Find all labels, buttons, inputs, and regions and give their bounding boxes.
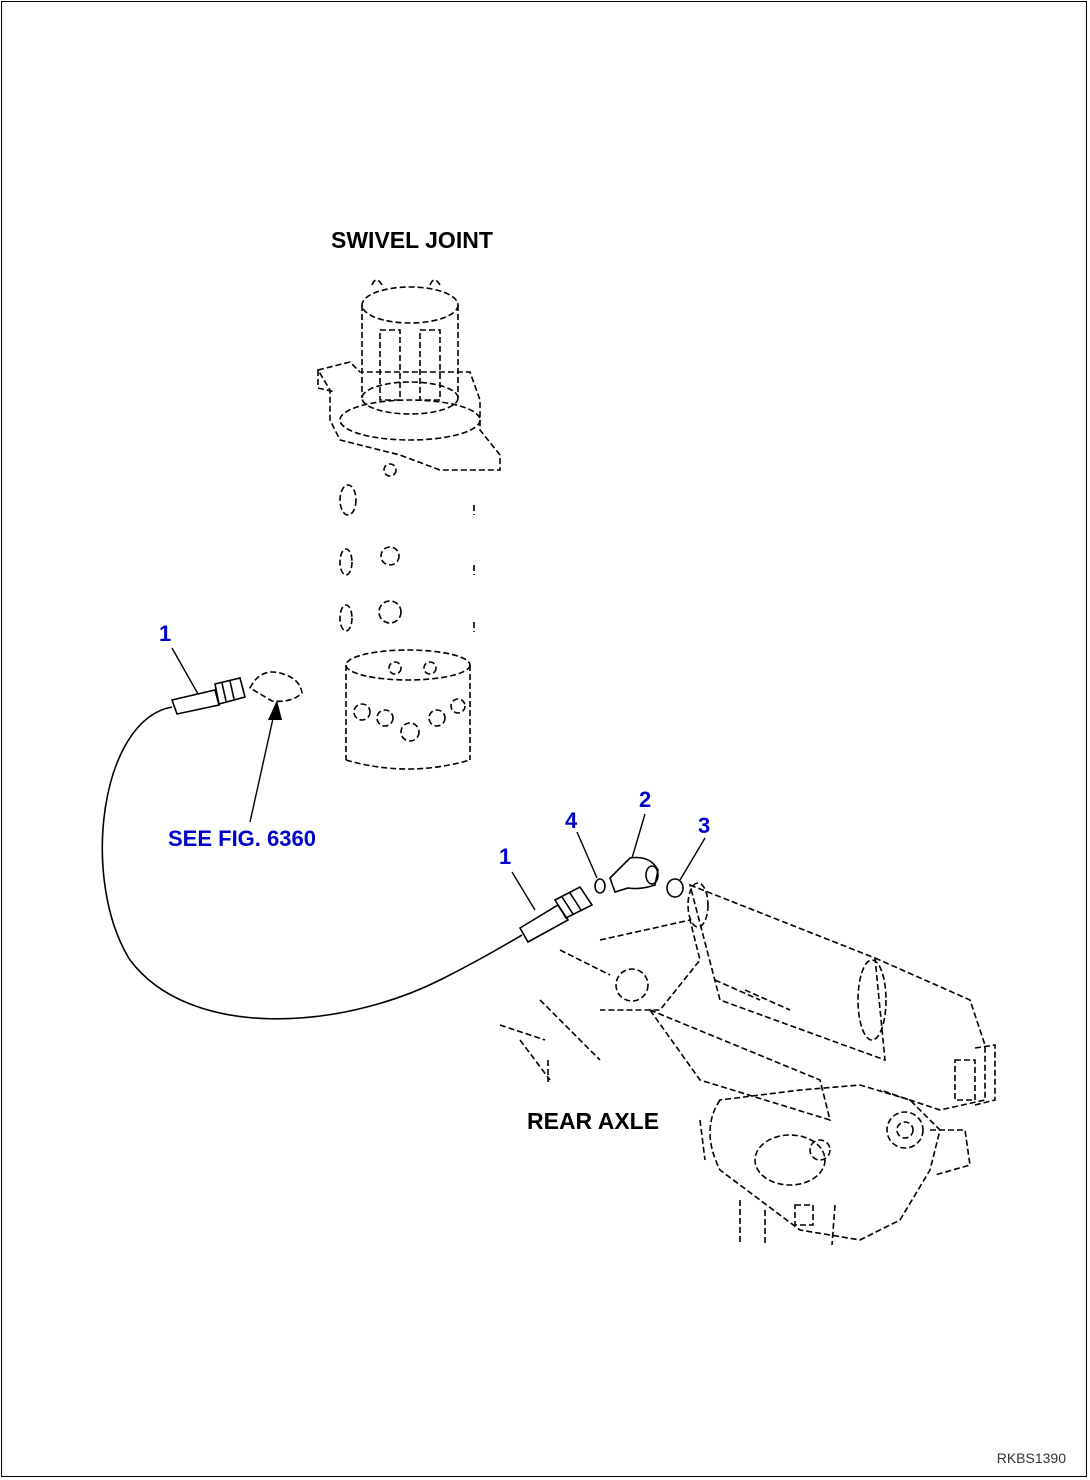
see-fig-reference[interactable]: SEE FIG. 6360 bbox=[168, 826, 316, 851]
callout-part-3[interactable]: 3 bbox=[698, 813, 711, 838]
leader-lines bbox=[171, 647, 706, 911]
callout-part-2[interactable]: 2 bbox=[639, 787, 652, 812]
swivel-joint-illustration bbox=[248, 279, 501, 770]
hose-upper-fitting bbox=[170, 677, 246, 715]
rear-axle-label: REAR AXLE bbox=[527, 1108, 660, 1134]
hose-lower-fitting bbox=[518, 885, 594, 944]
document-id: RKBS1390 bbox=[996, 1450, 1066, 1466]
arrow-head bbox=[268, 700, 282, 720]
elbow-part-2 bbox=[609, 856, 659, 893]
o-ring-part-3 bbox=[666, 878, 684, 898]
swivel-joint-label: SWIVEL JOINT bbox=[331, 227, 493, 253]
hose-line bbox=[101, 706, 523, 1020]
callout-part-1-lower[interactable]: 1 bbox=[499, 844, 512, 869]
callout-part-4[interactable]: 4 bbox=[565, 808, 578, 833]
callout-part-1-upper[interactable]: 1 bbox=[159, 621, 172, 646]
seal-part-4 bbox=[594, 878, 606, 894]
rear-axle-illustration bbox=[499, 882, 996, 1246]
